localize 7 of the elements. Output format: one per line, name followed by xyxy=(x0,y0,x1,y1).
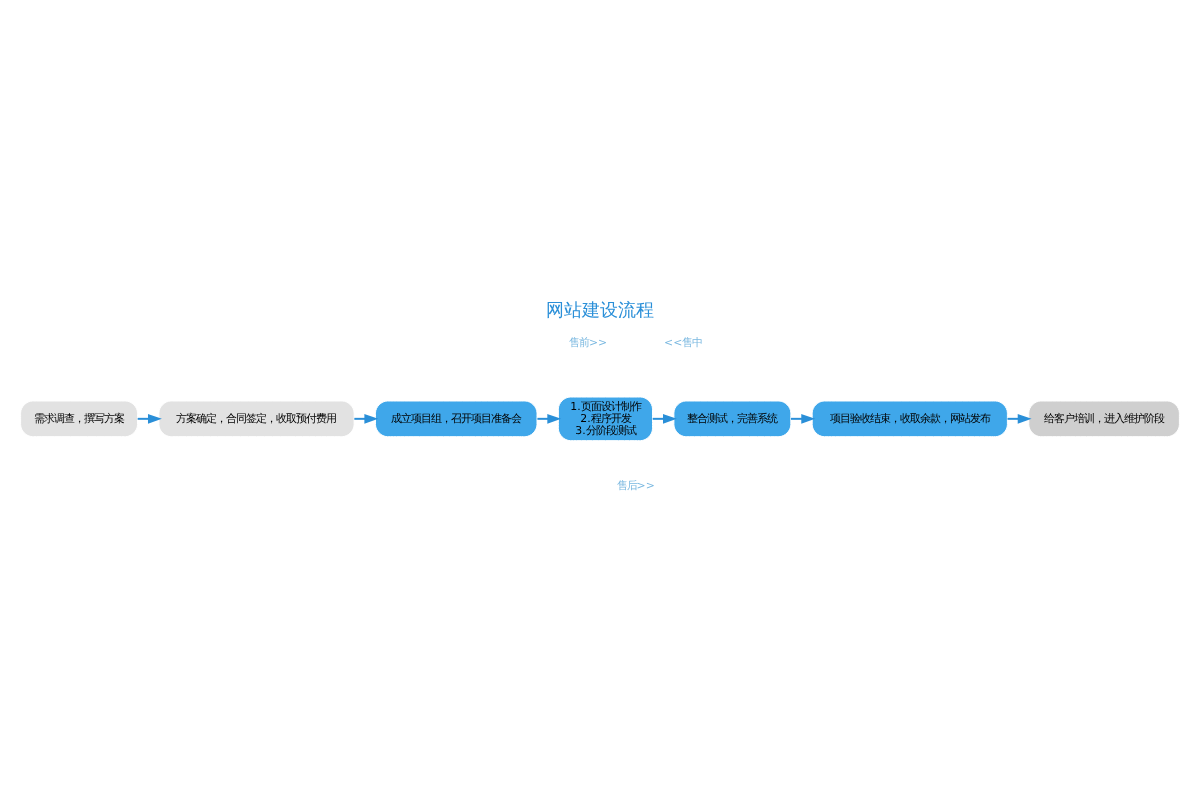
arrow xyxy=(536,412,562,423)
arrow xyxy=(651,412,677,423)
diagram-title: 网站建设流程 xyxy=(546,301,654,322)
arrow xyxy=(1006,412,1032,423)
arrow xyxy=(353,412,379,423)
arrow xyxy=(136,412,162,423)
arrow xyxy=(789,412,816,423)
